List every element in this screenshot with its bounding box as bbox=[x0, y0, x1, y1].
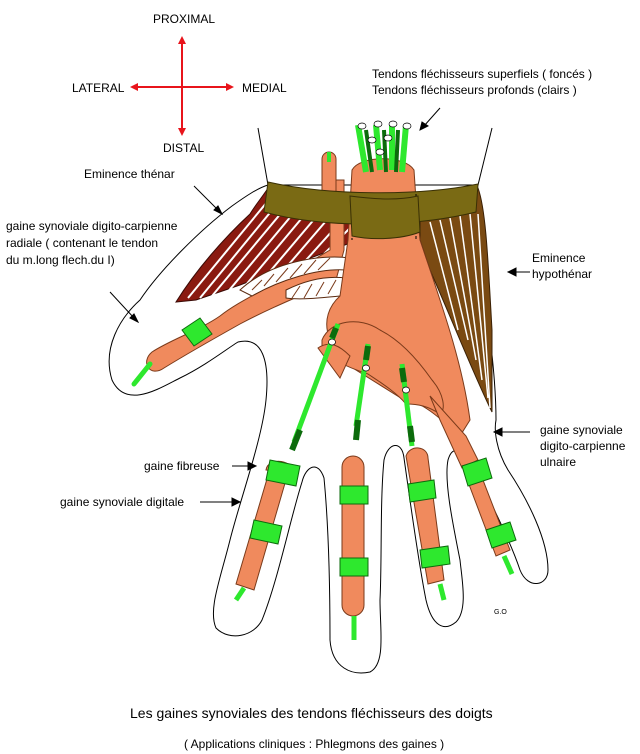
arrow-right-icon bbox=[226, 83, 234, 91]
little-finger bbox=[429, 395, 517, 576]
arrow-fibreuse-icon bbox=[247, 461, 258, 471]
label-eminence-thenar: Eminence thénar bbox=[84, 167, 175, 181]
label-ulnar-sheath-3: ulnaire bbox=[540, 455, 576, 469]
arrow-tendons-icon bbox=[419, 121, 429, 131]
proximal-tendon-bundle bbox=[355, 120, 412, 173]
index-finger bbox=[233, 323, 341, 602]
label-eminence-hypo-1: Eminence bbox=[532, 251, 586, 265]
label-eminence-hypo-2: hypothénar bbox=[532, 267, 592, 281]
caption-title: Les gaines synoviales des tendons fléchi… bbox=[130, 705, 493, 721]
arrow-up-icon bbox=[178, 36, 186, 44]
label-distal: DISTAL bbox=[163, 141, 204, 155]
label-gaine-digitale: gaine synoviale digitale bbox=[60, 495, 184, 509]
label-radial-sheath-2: radiale ( contenant le tendon bbox=[6, 236, 158, 250]
label-tendons-superficial: Tendons fléchisseurs superfiels ( foncés… bbox=[372, 67, 592, 81]
middle-finger bbox=[339, 343, 371, 640]
label-medial: MEDIAL bbox=[242, 81, 287, 95]
label-radial-sheath-3: du m.long flech.du I) bbox=[6, 253, 115, 267]
label-tendons-deep: Tendons fléchisseurs profonds (clairs ) bbox=[372, 83, 577, 97]
arrow-radial-icon bbox=[129, 313, 140, 324]
arrow-thenar-icon bbox=[213, 205, 224, 216]
label-lateral: LATERAL bbox=[72, 81, 125, 95]
label-ulnar-sheath-2: digito-carpienne bbox=[540, 439, 626, 453]
label-ulnar-sheath-1: gaine synoviale bbox=[540, 423, 623, 437]
label-radial-sheath-1: gaine synoviale digito-carpienne bbox=[6, 219, 178, 233]
arrow-digitale-icon bbox=[231, 497, 242, 507]
ring-finger bbox=[399, 363, 451, 601]
caption-subtitle: ( Applications cliniques : Phlegmons des… bbox=[184, 737, 444, 751]
arrow-hypothenar-icon bbox=[506, 267, 517, 277]
hypothenar-eminence bbox=[419, 187, 493, 413]
arrow-left-icon bbox=[130, 83, 138, 91]
radial-synovial-sheath bbox=[131, 151, 345, 387]
author-signature: G.O bbox=[494, 609, 507, 616]
label-arrows bbox=[109, 107, 530, 507]
label-gaine-fibreuse: gaine fibreuse bbox=[144, 459, 220, 473]
label-proximal: PROXIMAL bbox=[153, 12, 215, 26]
arrow-down-icon bbox=[178, 128, 186, 136]
orientation-cross: PROXIMAL DISTAL LATERAL MEDIAL bbox=[72, 12, 287, 155]
arrow-ulnar-icon bbox=[492, 427, 503, 437]
flexor-retinaculum bbox=[263, 181, 479, 240]
